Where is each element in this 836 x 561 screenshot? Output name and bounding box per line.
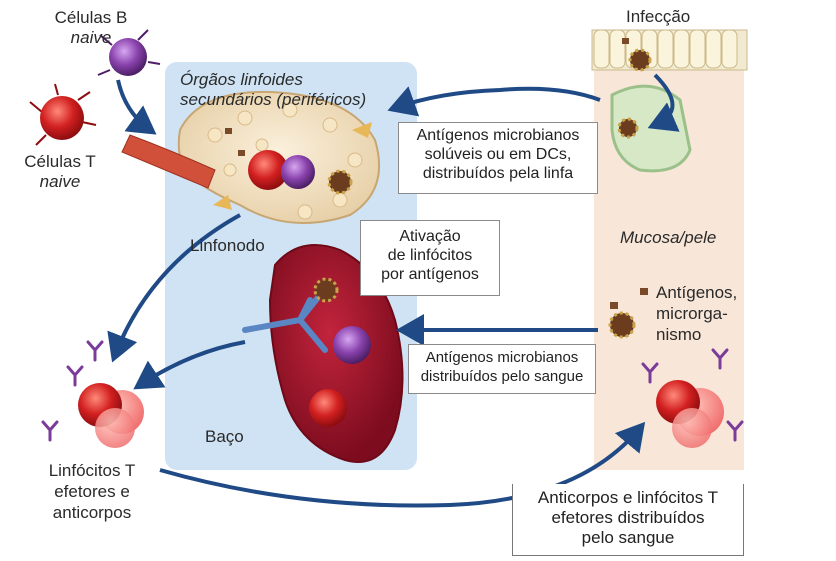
effector-t-cells-mucosa: [656, 380, 724, 448]
arrow-infection-to-node: [387, 86, 601, 117]
antibodies-effectors-line3: pelo sangue: [581, 528, 675, 547]
lymphocyte-activation-box: Ativação de linfócitos por antígenos: [360, 220, 500, 296]
b-cell-in-spleen: [333, 326, 371, 364]
antibodies-effectors-line2: efetores distribuídos: [551, 508, 705, 527]
antibodies-effectors-box: Anticorpos e linfócitos T efetores distr…: [512, 484, 744, 556]
effector-cells-line3: anticorpos: [52, 503, 132, 522]
lymphocyte-activation-line1: Ativação: [399, 228, 461, 245]
effector-cells-line1: Linfócitos T: [48, 461, 136, 480]
blood-vessel: [121, 134, 216, 189]
b-cell-naive: [97, 29, 161, 76]
naive-t-cells-title: Células T: [24, 152, 96, 171]
lymphocyte-activation-line2: de linfócitos: [387, 247, 473, 264]
t-cell-in-spleen: [309, 389, 347, 427]
blood-antigens-line1: Antígenos microbianos: [425, 349, 579, 366]
spleen-label: Baço: [205, 427, 244, 446]
naive-b-cells-title: Células B: [54, 8, 128, 27]
mucosa-skin-label: Mucosa/pele: [620, 228, 717, 247]
effector-cells-label: Linfócitos T efetores e anticorpos: [22, 460, 162, 523]
antigen-icon: [225, 38, 652, 339]
arrow-node-to-effectors: [107, 213, 241, 363]
secondary-lymphoid-organs-label: Órgãos linfoides secundários (periférico…: [180, 70, 390, 110]
effector-t-cells: [78, 383, 144, 448]
t-cell-naive: [29, 83, 97, 146]
lymph-antigens-box: Antígenos microbianos solúveis ou em DCs…: [398, 122, 598, 194]
secondary-lymphoid-organs-line1: Órgãos linfoides: [180, 70, 303, 89]
infection-label: Infecção: [626, 7, 691, 26]
naive-t-cells-subtitle: naive: [39, 172, 81, 191]
naive-b-cells-label: Células B naive: [36, 8, 146, 48]
lymph-node-label: Linfonodo: [190, 236, 265, 255]
naive-b-cells-subtitle: naive: [70, 28, 112, 47]
antigens-line2: microrga-: [656, 304, 728, 323]
epithelium: [591, 29, 748, 71]
arrow-b-cell-to-node: [116, 79, 157, 135]
antibody-icon: [41, 340, 744, 442]
antibodies-effectors-line1: Anticorpos e linfócitos T: [537, 488, 719, 507]
b-cell-in-node: [281, 155, 315, 189]
t-cell-in-node: [248, 150, 288, 190]
arrow-epithelium-to-vessel: [647, 73, 680, 132]
antigens-line1: Antígenos,: [656, 283, 738, 302]
arrow-effectors-to-mucosa: [159, 421, 646, 508]
lymph-antigens-line1: Antígenos microbianos: [416, 127, 580, 144]
lymph-antigens-line3: distribuídos pela linfa: [422, 165, 574, 182]
effector-cells-line2: efetores e: [54, 482, 130, 501]
blood-antigens-box: Antígenos microbianos distribuídos pelo …: [408, 344, 596, 394]
lymph-antigens-line2: solúveis ou em DCs,: [424, 146, 572, 163]
antigens-label: Antígenos, microrga- nismo: [656, 282, 737, 345]
lymphocyte-activation-line3: por antígenos: [381, 266, 479, 283]
blood-antigens-line2: distribuídos pelo sangue: [420, 368, 584, 385]
secondary-lymphoid-organs-line2: secundários (periféricos): [180, 90, 367, 109]
antigens-line3: nismo: [656, 325, 702, 344]
naive-t-cells-label: Células T naive: [10, 152, 110, 192]
arrow-spleen-to-effectors: [133, 340, 246, 390]
